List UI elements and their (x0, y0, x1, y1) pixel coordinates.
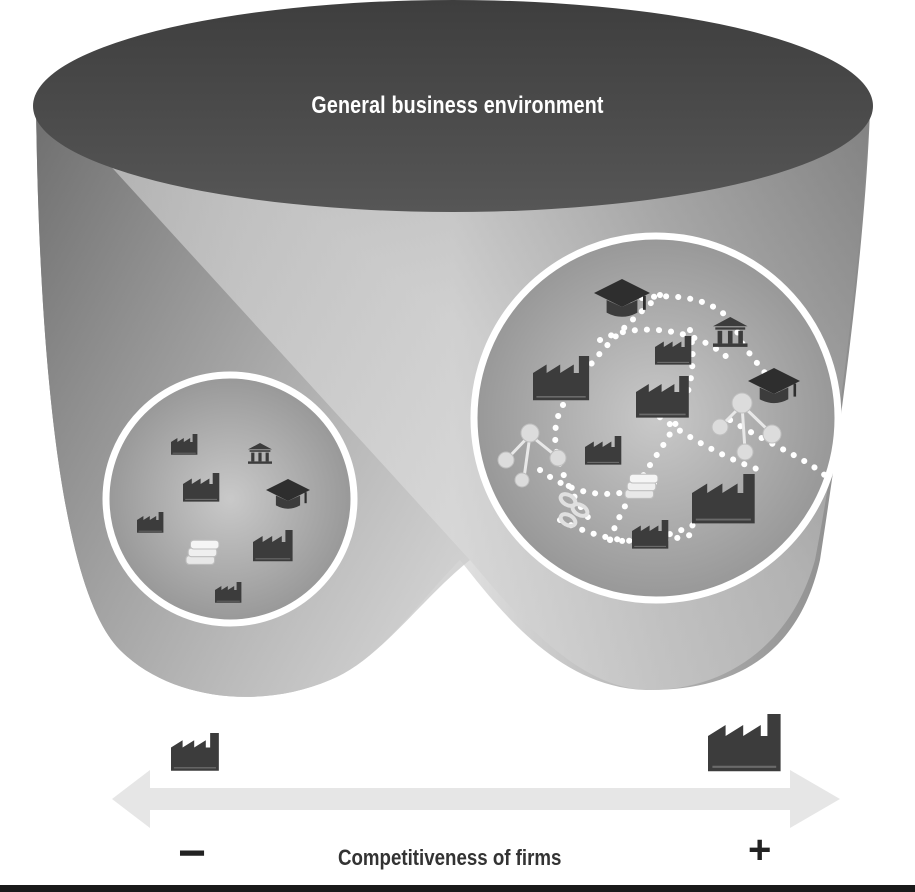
axis-label: Competitiveness of firms (338, 845, 562, 870)
factory-icon-small (170, 732, 220, 772)
top-ellipse (33, 0, 873, 212)
general-environment-label: General business environment (311, 92, 604, 119)
network-icon (497, 392, 782, 488)
plus-sign: + (748, 828, 772, 872)
factory-icon-large (706, 712, 782, 773)
competitiveness-arrow (112, 770, 840, 828)
coins-icon (185, 539, 220, 565)
right-cluster-circle (470, 232, 842, 604)
minus-sign: − (178, 827, 207, 880)
left-cluster-circle (102, 371, 358, 627)
coins-icon (624, 473, 659, 499)
bottom-border (0, 885, 915, 892)
chain-icon (558, 492, 590, 528)
